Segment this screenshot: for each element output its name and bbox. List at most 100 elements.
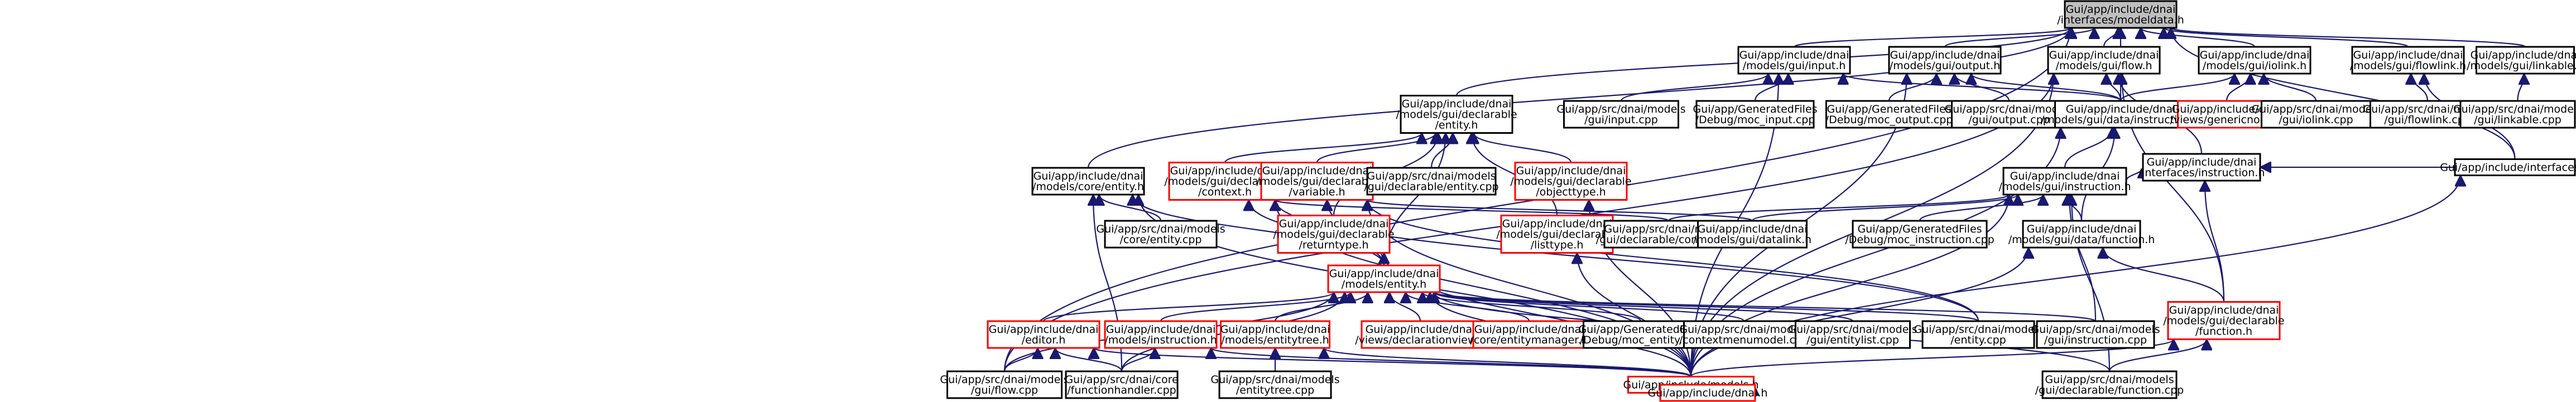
node-output-h[interactable]: Gui/app/include/dnai/models/gui/output.h [1888, 46, 2002, 75]
node-linkable-h[interactable]: Gui/app/include/dnai/models/gui/linkable… [2467, 46, 2576, 75]
node-label-line: Gui/app/include/dnai [2471, 49, 2576, 61]
node-box [2177, 100, 2276, 129]
node-box [2459, 100, 2576, 129]
edge-context-cpp-to-context-h [1275, 199, 1670, 222]
edge-variable-h-to-decl-entity-h [1316, 133, 1436, 163]
node-label-line: /interfaces/instruction.h [2138, 167, 2265, 179]
node-linkable-cpp[interactable]: Gui/app/src/dnai/models/gui/linkable.cpp [2453, 100, 2576, 129]
node-label-line: Gui/app/GeneratedFiles [1857, 223, 1982, 235]
node-iface-instruction-h[interactable]: Gui/app/include/dnai/interfaces/instruct… [2138, 153, 2265, 182]
node-genericnode-h[interactable]: Gui/app/include/dnai/views/genericnode.h [2170, 100, 2284, 129]
node-box [1888, 46, 2002, 75]
node-label-line: Gui/app/GeneratedFiles [1827, 103, 1951, 115]
node-label-line: Gui/app/include/dnai [1890, 49, 2000, 61]
edge-data-instruction-h-to-output-h [1971, 73, 2122, 101]
node-label-line: /gui/declarable/function.cpp [2035, 384, 2184, 396]
node-label-line: Gui/app/src/dnai/models [1096, 223, 1225, 235]
node-functionhandler[interactable]: Gui/app/src/dnai/core/functionhandler.cp… [1065, 370, 1179, 399]
node-label-line: Gui/app/include/dnai [2066, 3, 2176, 16]
edge-gui-instruction-cpp-to-gui-instruction-h [2069, 195, 2097, 322]
node-gui-instruction-cpp[interactable]: Gui/app/src/dnai/models/gui/instruction.… [2031, 320, 2160, 349]
node-core-entity-cpp[interactable]: Gui/app/src/dnai/models/core/entity.cpp [1096, 220, 1225, 249]
node-datalink-h[interactable]: Gui/app/include/dnai/models/gui/datalink… [1693, 220, 1811, 249]
node-label-line: /editor.h [1022, 334, 1066, 346]
node-listtype-h[interactable]: Gui/app/include/dnai/models/gui/declarab… [1496, 215, 1618, 254]
node-label-line: /models/gui/flowlink.h [2350, 60, 2466, 72]
edge-genericnode-h-to-iolink-h [2226, 73, 2251, 101]
edge-flow-h-to-dnai-h [2103, 27, 2118, 47]
edge-gui-instruction-cpp-to-models-entity-h [1434, 291, 2097, 322]
node-label-line: /returntype.h [1299, 239, 1368, 251]
node-label-line: /gui/output.cpp [1968, 114, 2049, 126]
node-iolink-h[interactable]: Gui/app/include/dnai/models/gui/iolink.h [2198, 46, 2311, 75]
node-decl-function-h[interactable]: Gui/app/include/dnai/models/gui/declarab… [2163, 301, 2285, 340]
node-entitymanager-h[interactable]: Gui/app/include/dnai/core/entitymanager.… [1470, 320, 1588, 349]
node-interfaces-h[interactable]: Gui/app/include/interfaces.h [2440, 158, 2576, 176]
node-models-instruction-h[interactable]: Gui/app/include/dnai/models/instruction.… [1104, 320, 1218, 349]
node-box [2198, 46, 2311, 75]
node-dnai-h[interactable]: Gui/app/include/dnai/interfaces/modeldat… [2057, 0, 2184, 29]
node-label-line: Gui/app/include/dnai [1034, 170, 1143, 182]
node-data-function-h[interactable]: Gui/app/include/dnai/models/gui/data/fun… [2008, 220, 2155, 249]
node-gui-instruction-h[interactable]: Gui/app/include/dnai/models/gui/instruct… [1998, 167, 2131, 196]
node-objecttype-h[interactable]: Gui/app/include/dnai/models/gui/declarab… [1510, 162, 1632, 201]
node-label-line: Gui/app/include/dnai [1474, 323, 1584, 336]
node-dnai-h2[interactable]: Gui/app/include/dnai.h [1648, 384, 1768, 402]
edge-data-instruction-h-to-flow-h [2107, 73, 2122, 101]
node-label-line: Gui/app/src/dnai/models [1556, 103, 1685, 115]
node-box [2041, 370, 2178, 399]
node-label-line: Gui/app/include/dnai [1329, 268, 1439, 280]
node-contextmenumodel[interactable]: Gui/app/src/dnai/models/contextmenumodel… [1679, 320, 1809, 349]
node-returntype-h[interactable]: Gui/app/include/dnai/models/gui/declarab… [1273, 215, 1395, 254]
edge-decl-entity-cpp-to-decl-entity-h [1430, 133, 1453, 168]
node-variable-h[interactable]: Gui/app/include/dnai/models/gui/declarab… [1256, 162, 1378, 201]
node-label-line: /objecttype.h [1536, 186, 1606, 198]
node-editor-h[interactable]: Gui/app/include/dnai/editor.h [987, 320, 1100, 349]
node-moc-instruction[interactable]: Gui/app/GeneratedFiles/Debug/moc_instruc… [1845, 220, 1995, 249]
node-label-line: Gui/app/GeneratedFiles [1693, 103, 1817, 115]
node-label-line: Gui/app/src/dnai/models [1679, 323, 1808, 336]
node-flow-cpp[interactable]: Gui/app/src/dnai/models/gui/flow.cpp [940, 370, 1069, 399]
node-label-line: Gui/app/include/dnai [2172, 103, 2282, 115]
node-box [1852, 220, 1988, 249]
node-entitylist-cpp[interactable]: Gui/app/src/dnai/models/gui/entitylist.c… [1788, 320, 1917, 349]
node-input-h[interactable]: Gui/app/include/dnai/models/gui/input.h [1737, 46, 1851, 75]
node-decl-entity-h[interactable]: Gui/app/include/dnai/models/gui/declarab… [1396, 95, 1517, 134]
node-flow-h[interactable]: Gui/app/include/dnai/models/gui/flow.h [2047, 46, 2161, 75]
node-moc-input[interactable]: Gui/app/GeneratedFiles/Debug/moc_input.c… [1693, 100, 1818, 129]
node-label-line: Gui/app/include/dnai [1262, 165, 1372, 177]
node-entitytree-h[interactable]: Gui/app/include/dnai/models/entitytree.h [1220, 320, 1330, 349]
node-moc-output[interactable]: Gui/app/GeneratedFiles/Debug/moc_output.… [1825, 100, 1953, 129]
node-box [1659, 384, 1756, 402]
node-label-line: /models/gui/declarable [1396, 109, 1517, 121]
node-label-line: /models/gui/declarable [1510, 176, 1631, 188]
node-declarationview-h[interactable]: Gui/app/include/dnai/views/declarationvi… [1355, 320, 1486, 349]
edge-entity-cpp-to-variable-h [1367, 200, 1979, 322]
node-flowlink-h[interactable]: Gui/app/include/dnai/models/gui/flowlink… [2350, 46, 2466, 75]
node-decl-entity-cpp[interactable]: Gui/app/src/dnai/models/gui/declarable/e… [1364, 167, 1499, 196]
node-entity-cpp[interactable]: Gui/app/src/dnai/models/entity.cpp [1914, 320, 2043, 349]
node-box [1327, 264, 1441, 293]
node-box [1795, 320, 1911, 349]
node-models-entity-h[interactable]: Gui/app/include/dnai/models/entity.h [1327, 264, 1441, 293]
node-decl-function-cpp[interactable]: Gui/app/src/dnai/models/gui/declarable/f… [2035, 370, 2184, 399]
node-entitytree-cpp[interactable]: Gui/app/src/dnai/models/entitytree.cpp [1210, 370, 1340, 399]
node-box [2476, 46, 2575, 75]
node-core-entity-h[interactable]: Gui/app/include/dnai/models/core/entity.… [1031, 167, 1145, 196]
node-input-cpp[interactable]: Gui/app/src/dnai/models/gui/input.cpp [1556, 100, 1686, 129]
node-label-line: /models/entity.h [1342, 278, 1426, 290]
node-box [2022, 220, 2141, 249]
node-label-line: /function.h [2195, 326, 2252, 338]
node-label-line: Gui/app/include/dnai [1220, 323, 1330, 336]
node-iolink-cpp[interactable]: Gui/app/src/dnai/models/gui/iolink.cpp [2251, 100, 2381, 129]
node-label-line: /listtype.h [1531, 239, 1584, 251]
node-box [1825, 100, 1953, 129]
node-moc-entity[interactable]: Gui/app/GeneratedFiles/Debug/moc_entity.… [1578, 320, 1703, 349]
edge-iolink-h-to-dnai-h [2141, 27, 2256, 48]
node-label-line: Gui/app/include/dnai [989, 323, 1099, 336]
edge-input-cpp-to-input-h [1620, 73, 1768, 101]
node-label-line: /models/core/entity.h [1032, 181, 1144, 193]
node-label-line: Gui/app/src/dnai/models [1367, 170, 1496, 182]
edge-gui-instruction-h-to-data-instruction-h [2064, 127, 2112, 168]
node-label-line: Gui/app/src/dnai/models [1788, 323, 1917, 336]
